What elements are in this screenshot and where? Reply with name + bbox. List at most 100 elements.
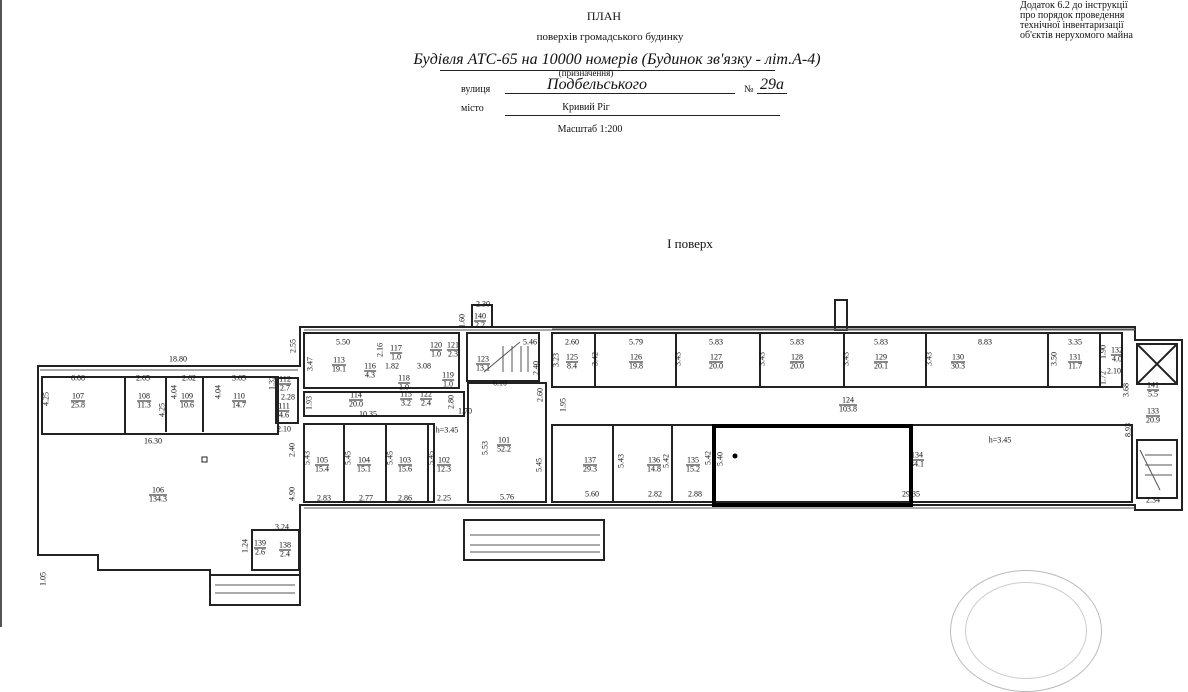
room-area: 4.0 — [1112, 354, 1122, 364]
dimension-label: 4.90 — [287, 487, 297, 501]
page-edge — [0, 0, 2, 627]
dimension-label: 1.32 — [267, 376, 277, 390]
room-number: 116 — [364, 361, 376, 372]
dimension-label: 5.43 — [302, 451, 312, 465]
street-underline — [505, 93, 735, 94]
room-number: 107 — [71, 391, 85, 402]
room-number: 137 — [583, 455, 597, 466]
room-area: 29.3 — [583, 464, 597, 474]
dimension-label: 5.79 — [629, 337, 643, 347]
appendix-line: про порядок проведення — [1020, 10, 1125, 21]
dimension-label: 1.90 — [1098, 345, 1108, 359]
plan-title: ПЛАН — [586, 9, 622, 23]
dimension-label: h=3.45 — [988, 435, 1012, 445]
dimension-label: 2.40 — [287, 443, 297, 457]
room-number: 135 — [686, 455, 700, 466]
dimension-label: 2.77 — [359, 493, 373, 503]
dimension-label: 18.80 — [169, 354, 187, 364]
room-number: 134 — [910, 450, 924, 461]
room-number: 127 — [709, 352, 723, 363]
room-number: 129 — [874, 352, 888, 363]
appendix-line: Додаток 6.2 до інструкції — [1020, 0, 1128, 11]
dimension-label: 3.42 — [590, 352, 600, 366]
room-area: 2.7 — [279, 383, 290, 393]
room-area: 13.1 — [476, 363, 490, 373]
city-underline — [505, 115, 780, 116]
dimension-label: 2.16 — [375, 343, 385, 357]
room-number: 121 — [447, 340, 459, 351]
floor-label: I поверх — [667, 236, 713, 251]
room-area: 34.1 — [910, 459, 924, 469]
dimension-label: 3.08 — [417, 361, 431, 371]
building-underline — [440, 70, 775, 71]
room-area: 134.3 — [149, 494, 167, 504]
dimension-label: 3.35 — [1068, 337, 1082, 347]
dimension-label: 3.24 — [275, 522, 289, 532]
city-label: місто — [461, 103, 484, 114]
dimension-label: 5.42 — [703, 451, 713, 465]
room-number: 130 — [951, 352, 965, 363]
appendix-line: технічної інвентаризації — [1020, 20, 1124, 31]
dimension-label: 5.43 — [616, 454, 626, 468]
dimension-label: 1.60 — [457, 314, 467, 328]
purpose-caption: (призначення) — [558, 68, 614, 78]
room-area: 3.2 — [400, 398, 411, 408]
dimension-label: 3.43 — [924, 352, 934, 366]
room-area: 1.0 — [431, 349, 441, 359]
room-number: 103 — [398, 455, 412, 466]
dimension-label: 1.24 — [240, 539, 250, 553]
dimension-label: 5.76 — [500, 492, 514, 502]
dimension-label: 10.35 — [359, 409, 377, 419]
house-number: 29а — [760, 76, 784, 93]
dimension-label: 2.40 — [531, 361, 541, 375]
room-area: 20.0 — [349, 399, 363, 409]
dimension-label: 29.35 — [902, 489, 920, 499]
room-number: 120 — [430, 340, 442, 351]
room-area: 2.4 — [280, 549, 290, 559]
room-number: 101 — [497, 435, 511, 446]
room-number: 110 — [232, 391, 246, 402]
room-area: 14.8 — [647, 464, 661, 474]
room-number: 119 — [442, 370, 454, 381]
room-area: 1.0 — [398, 382, 409, 392]
dimension-label: 5.40 — [715, 452, 725, 466]
dimension-label: 1.82 — [385, 361, 399, 371]
dimension-label: 8.93 — [1123, 423, 1133, 437]
dimension-label: 5.53 — [480, 441, 490, 455]
dimension-label: 3.68 — [1121, 383, 1131, 397]
dimension-label: 3.43 — [673, 352, 683, 366]
room-number: 125 — [566, 352, 578, 363]
room-number: 105 — [315, 455, 329, 466]
dimension-label: 5.45 — [385, 451, 395, 465]
dimension-label: 1.70 — [458, 406, 472, 416]
dimension-label: 1.93 — [304, 396, 314, 410]
dimension-label: 3.43 — [841, 352, 851, 366]
dimension-label: 2.83 — [317, 493, 331, 503]
room-area: 15.6 — [398, 464, 412, 474]
room-area: 19.1 — [332, 364, 346, 374]
room-number: 128 — [790, 352, 804, 363]
dimension-label: 16.30 — [144, 436, 162, 446]
floor-plan-drawing — [37, 299, 1183, 606]
dimension-label: 3.65 — [232, 373, 246, 383]
room-number: 124 — [839, 396, 857, 406]
room-area: 19.8 — [629, 361, 643, 371]
